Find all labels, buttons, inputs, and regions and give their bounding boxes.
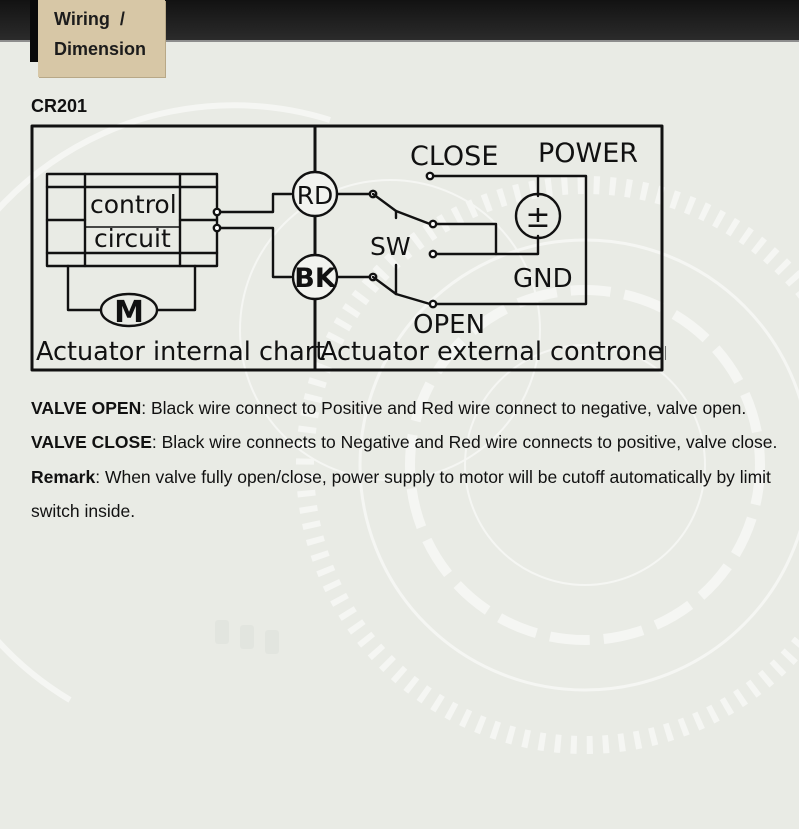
note-term: Remark [31, 466, 96, 487]
power-label: POWER [538, 138, 638, 169]
sw-label: SW [370, 232, 411, 261]
note-term: VALVE OPEN [31, 398, 142, 418]
section-tab-wiring-dimension[interactable]: Wiring / Dimension [38, 0, 165, 77]
motor-label: M [114, 295, 144, 330]
note-text: : When valve fully open/close, power sup… [31, 466, 771, 521]
note-term: VALVE CLOSE [31, 432, 152, 453]
motor-wire [66, 264, 197, 312]
note-valve-open: VALVE OPEN: Black wire connect to Positi… [31, 391, 791, 425]
model-title: CR201 [31, 96, 88, 116]
tab-label-line2: Dimension [54, 39, 147, 59]
circuit-label: circuit [94, 224, 171, 253]
external-controller-label: Actuator external controner [320, 337, 666, 367]
tab-accent [30, 0, 38, 62]
note-text: : Black wire connects to Negative and Re… [151, 432, 778, 453]
close-label: CLOSE [410, 141, 498, 172]
header-divider [0, 40, 799, 42]
wiring-notes: VALVE OPEN: Black wire connect to Positi… [31, 391, 791, 528]
open-label: OPEN [413, 310, 485, 340]
bk-label: BK [294, 263, 337, 294]
control-label: control [90, 190, 177, 219]
rd-label: RD [297, 181, 334, 210]
power-symbol: ± [525, 200, 550, 235]
note-remark: Remark: When valve fully open/close, pow… [31, 460, 791, 529]
note-valve-close: VALVE CLOSE: Black wire connects to Nega… [31, 425, 791, 459]
wiring-diagram: control circuit M RD BK SW CLOSE POWER ±… [30, 124, 666, 372]
gnd-label: GND [513, 264, 573, 294]
internal-chart-label: Actuator internal chart [36, 337, 325, 367]
tab-label-line1: Wiring / [54, 9, 125, 29]
note-text: : Black wire connect to Positive and Red… [141, 398, 747, 418]
diagram-frame [30, 124, 664, 372]
power-source [514, 192, 562, 240]
motor-symbol [99, 292, 159, 328]
